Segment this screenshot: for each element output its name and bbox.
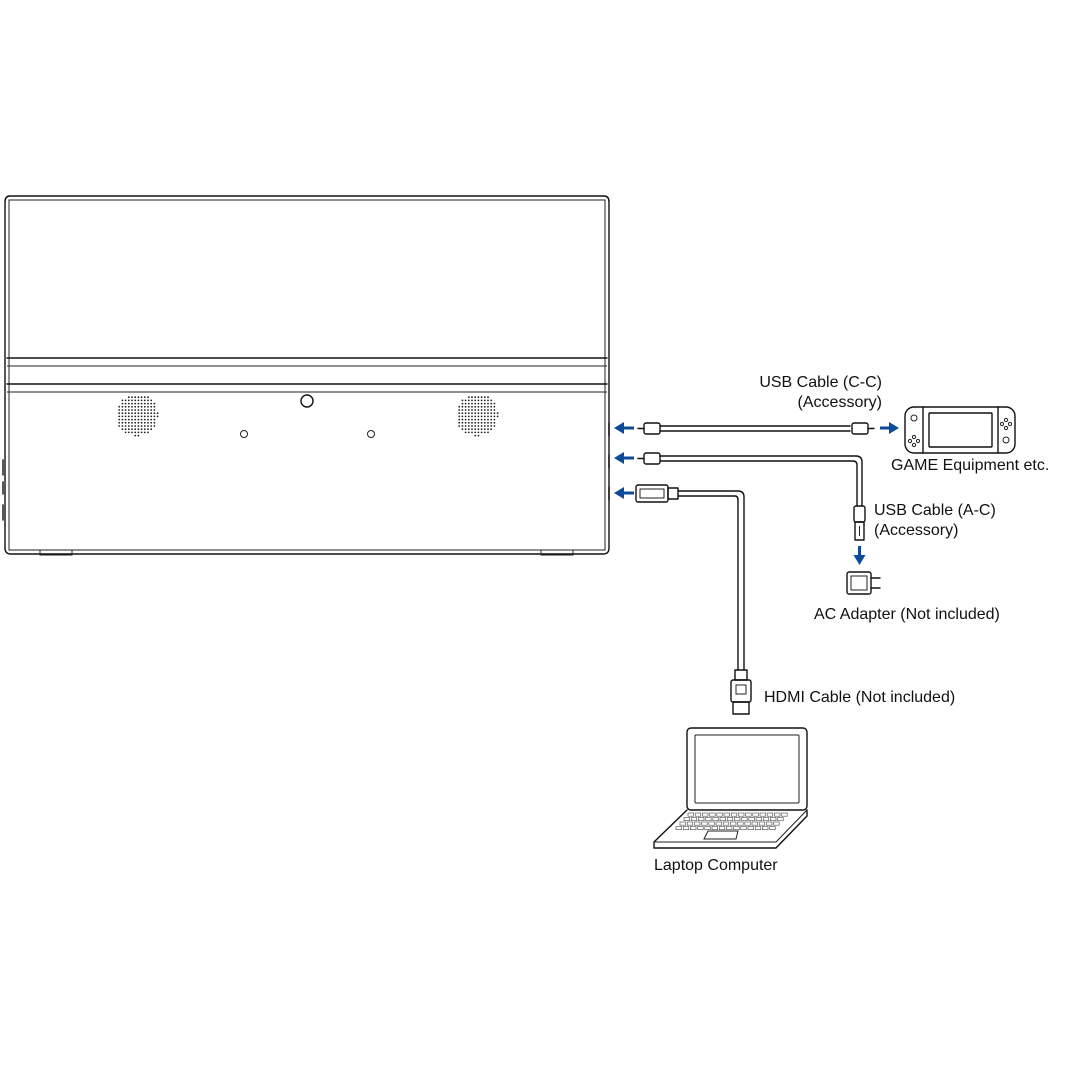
usb-cc-label: USB Cable (C-C) (Accessory)	[720, 373, 882, 413]
laptop-computer-icon	[653, 727, 808, 849]
usb-c-c-cable	[637, 422, 899, 435]
vesa-screw-hole	[367, 430, 375, 438]
usb-a-c-cable	[637, 452, 866, 565]
game-equipment-label: GAME Equipment etc.	[891, 457, 1050, 474]
ac-adapter-icon	[846, 571, 881, 595]
laptop-computer-label: Laptop Computer	[654, 857, 778, 874]
vesa-screw-hole	[240, 430, 248, 438]
speaker-grille-right	[458, 396, 499, 437]
usb-ac-label-line1: USB Cable (A-C)	[874, 502, 996, 519]
speaker-grille-left	[118, 396, 159, 437]
usb-cc-label-line2: (Accessory)	[797, 394, 882, 411]
usb-cc-label-line1: USB Cable (C-C)	[759, 374, 882, 391]
camera-hole	[300, 394, 314, 408]
hdmi-cable-label: HDMI Cable (Not included)	[764, 689, 956, 706]
ac-adapter-label: AC Adapter (Not included)	[814, 606, 1000, 623]
hdmi-cable	[635, 484, 752, 715]
monitor-rear-view	[2, 195, 610, 556]
usb-ac-label-line2: (Accessory)	[874, 522, 959, 539]
game-console-icon	[904, 406, 1016, 454]
usb-ac-label: USB Cable (A-C) (Accessory)	[874, 501, 996, 541]
laptop-keyboard	[675, 812, 788, 831]
port-arrows	[614, 422, 634, 499]
